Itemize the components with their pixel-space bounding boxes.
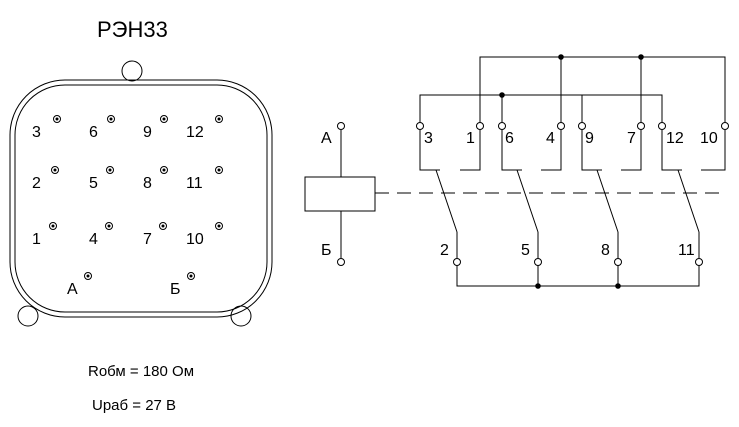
contact-label-7: 7 (627, 130, 636, 147)
contact-group-4: 12 10 11 (658, 122, 729, 266)
contact-label-5: 5 (521, 242, 530, 259)
connector-pin-12: 12 (186, 115, 223, 141)
connector-pin-3: 3 (32, 115, 61, 141)
svg-text:2: 2 (32, 175, 41, 192)
bus-1-4-7-10 (479, 54, 726, 122)
relay-title: РЭН33 (97, 17, 168, 42)
coil-resistance: Rобм = 180 Ом (88, 363, 194, 380)
bus-3-6-9-12 (419, 92, 663, 122)
contact-label-12: 12 (666, 130, 684, 147)
connector-pin-7: 7 (143, 222, 167, 248)
contact-group-1: 3 1 2 (416, 122, 484, 266)
svg-text:10: 10 (186, 231, 204, 248)
coil: А Б (304, 122, 376, 266)
svg-text:Б: Б (170, 281, 181, 298)
contact-label-10: 10 (700, 130, 718, 147)
contact-label-11: 11 (678, 242, 695, 259)
svg-text:6: 6 (89, 124, 98, 141)
connector-pin-1: 1 (32, 222, 57, 248)
contact-group-2: 6 4 5 (498, 122, 565, 266)
contact-label-3: 3 (424, 130, 433, 147)
svg-text:3: 3 (32, 124, 41, 141)
contact-label-4: 4 (546, 130, 555, 147)
connector-pin-11: 11 (186, 166, 223, 192)
mount-lug-top (121, 60, 143, 82)
bus-2-5-8-11 (456, 263, 700, 289)
svg-text:11: 11 (186, 175, 203, 192)
connector-pin-2: 2 (32, 166, 59, 192)
svg-text:1: 1 (32, 231, 41, 248)
contact-group-3: 9 7 8 (578, 122, 645, 266)
connector-pin-a: А (67, 272, 92, 298)
connector-pin-b: Б (170, 272, 195, 298)
svg-text:7: 7 (143, 231, 152, 248)
connector-outline-outer (9, 79, 273, 318)
connector-pin-10: 10 (186, 222, 223, 248)
svg-text:4: 4 (89, 231, 98, 248)
connector-pin-9: 9 (143, 115, 168, 141)
contact-label-2: 2 (440, 242, 449, 259)
coil-label-b: Б (321, 242, 332, 259)
connector-pin-6: 6 (89, 115, 115, 141)
connector-pin-8: 8 (143, 166, 168, 192)
connector-pin-4: 4 (89, 222, 113, 248)
svg-text:8: 8 (143, 175, 152, 192)
svg-text:5: 5 (89, 175, 98, 192)
svg-text:9: 9 (143, 124, 152, 141)
operating-voltage: Uраб = 27 В (92, 397, 176, 414)
svg-text:А: А (67, 281, 78, 298)
coil-label-a: А (321, 130, 332, 147)
contact-label-8: 8 (601, 242, 610, 259)
contact-label-9: 9 (585, 130, 594, 147)
svg-text:12: 12 (186, 124, 204, 141)
connector-outline-inner (14, 84, 268, 313)
contact-label-6: 6 (505, 130, 514, 147)
contact-label-1: 1 (466, 130, 475, 147)
connector-pin-5: 5 (89, 166, 114, 192)
mount-lug-left (17, 305, 39, 327)
